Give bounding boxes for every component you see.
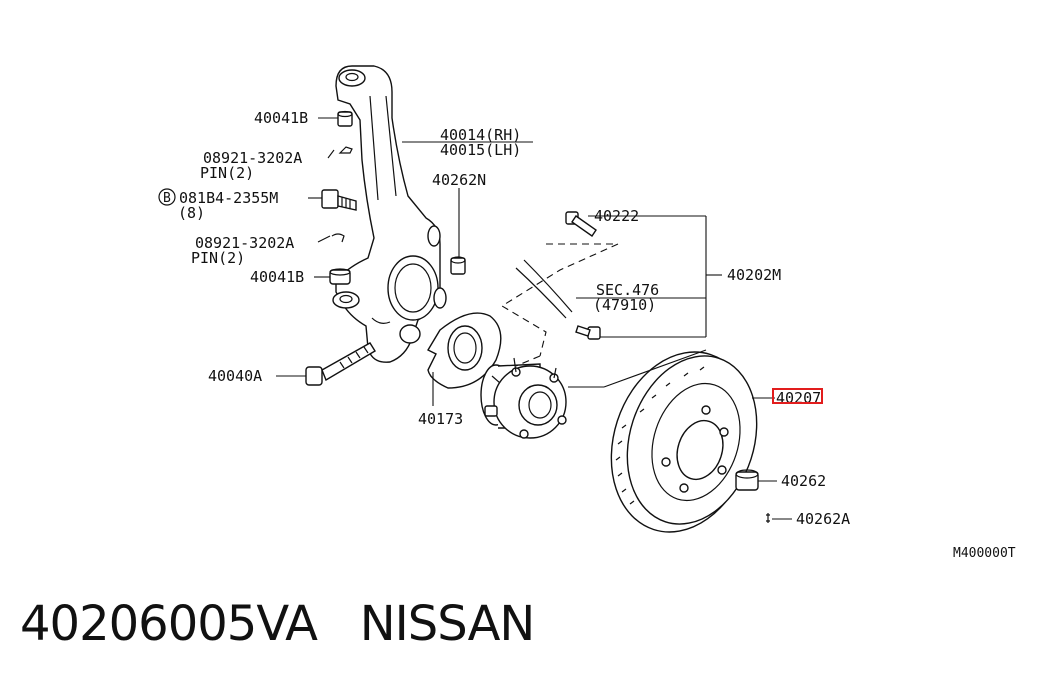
label-knuckle-rh: 40014(RH) bbox=[440, 126, 521, 144]
baffle-plate-part[interactable] bbox=[427, 312, 502, 389]
label-pin-upper-qty: PIN(2) bbox=[200, 164, 254, 182]
label-bolt-qty: (8) bbox=[178, 204, 205, 222]
label-wheel-nut: 40262 bbox=[781, 472, 826, 490]
label-bolt-code: 081B4-2355M bbox=[179, 189, 278, 207]
label-pin-upper-code: 08921-3202A bbox=[203, 149, 302, 167]
highlight-box bbox=[772, 388, 823, 404]
steering-knuckle[interactable] bbox=[332, 65, 447, 363]
label-section-ref: SEC.476 bbox=[596, 281, 659, 299]
assembly-dash-outline bbox=[500, 243, 619, 357]
pin-lower-part[interactable] bbox=[331, 233, 345, 243]
label-bushing-lower: 40041B bbox=[250, 268, 304, 286]
label-section-sub: (47910) bbox=[593, 296, 656, 314]
hub-bolt-part[interactable] bbox=[575, 325, 601, 340]
label-pin-lower-qty: PIN(2) bbox=[191, 249, 245, 267]
label-nut-40262n: 40262N bbox=[432, 171, 486, 189]
label-pin-lower-code: 08921-3202A bbox=[195, 234, 294, 252]
bolt-marker-letter: B bbox=[163, 191, 171, 206]
nut-clip-part[interactable] bbox=[766, 513, 770, 523]
driveshaft-section bbox=[515, 267, 567, 319]
knuckle-bolt-part[interactable] bbox=[305, 342, 376, 386]
bushing-lower-part[interactable] bbox=[329, 268, 351, 285]
hub-assembly-part[interactable] bbox=[480, 357, 567, 439]
bolt-marker-badge: B bbox=[158, 188, 176, 206]
wheel-nut-part[interactable] bbox=[735, 469, 759, 491]
caption-spacer bbox=[317, 596, 360, 652]
driveshaft-section-inner bbox=[523, 259, 573, 313]
caption-part-number: 40206005VA bbox=[20, 596, 318, 652]
label-hub-assembly: 40202M bbox=[727, 266, 781, 284]
assembly-dash-outline-2 bbox=[515, 355, 541, 367]
stud-bolt-part[interactable] bbox=[565, 211, 597, 237]
caption-brand: NISSAN bbox=[359, 596, 536, 652]
figure-code: M400000T bbox=[953, 546, 1016, 561]
label-bushing-upper: 40041B bbox=[254, 109, 308, 127]
label-knuckle-lh: 40015(LH) bbox=[440, 141, 521, 159]
disc-rotor-part[interactable] bbox=[589, 333, 778, 550]
label-nut-clip: 40262A bbox=[796, 510, 850, 528]
label-knuckle-bolt: 40040A bbox=[208, 367, 262, 385]
nut-40262n-part[interactable] bbox=[450, 256, 466, 275]
bushing-upper-part[interactable] bbox=[337, 110, 353, 127]
part-caption: 40206005VA NISSAN bbox=[20, 596, 536, 652]
bolt-081b4-part[interactable] bbox=[321, 189, 357, 211]
leader-lines bbox=[276, 117, 792, 520]
pin-upper-part[interactable] bbox=[338, 146, 353, 154]
label-disc-rotor[interactable]: 40207 bbox=[776, 389, 821, 407]
label-baffle-plate: 40173 bbox=[418, 410, 463, 428]
label-stud-bolt: 40222 bbox=[594, 207, 639, 225]
